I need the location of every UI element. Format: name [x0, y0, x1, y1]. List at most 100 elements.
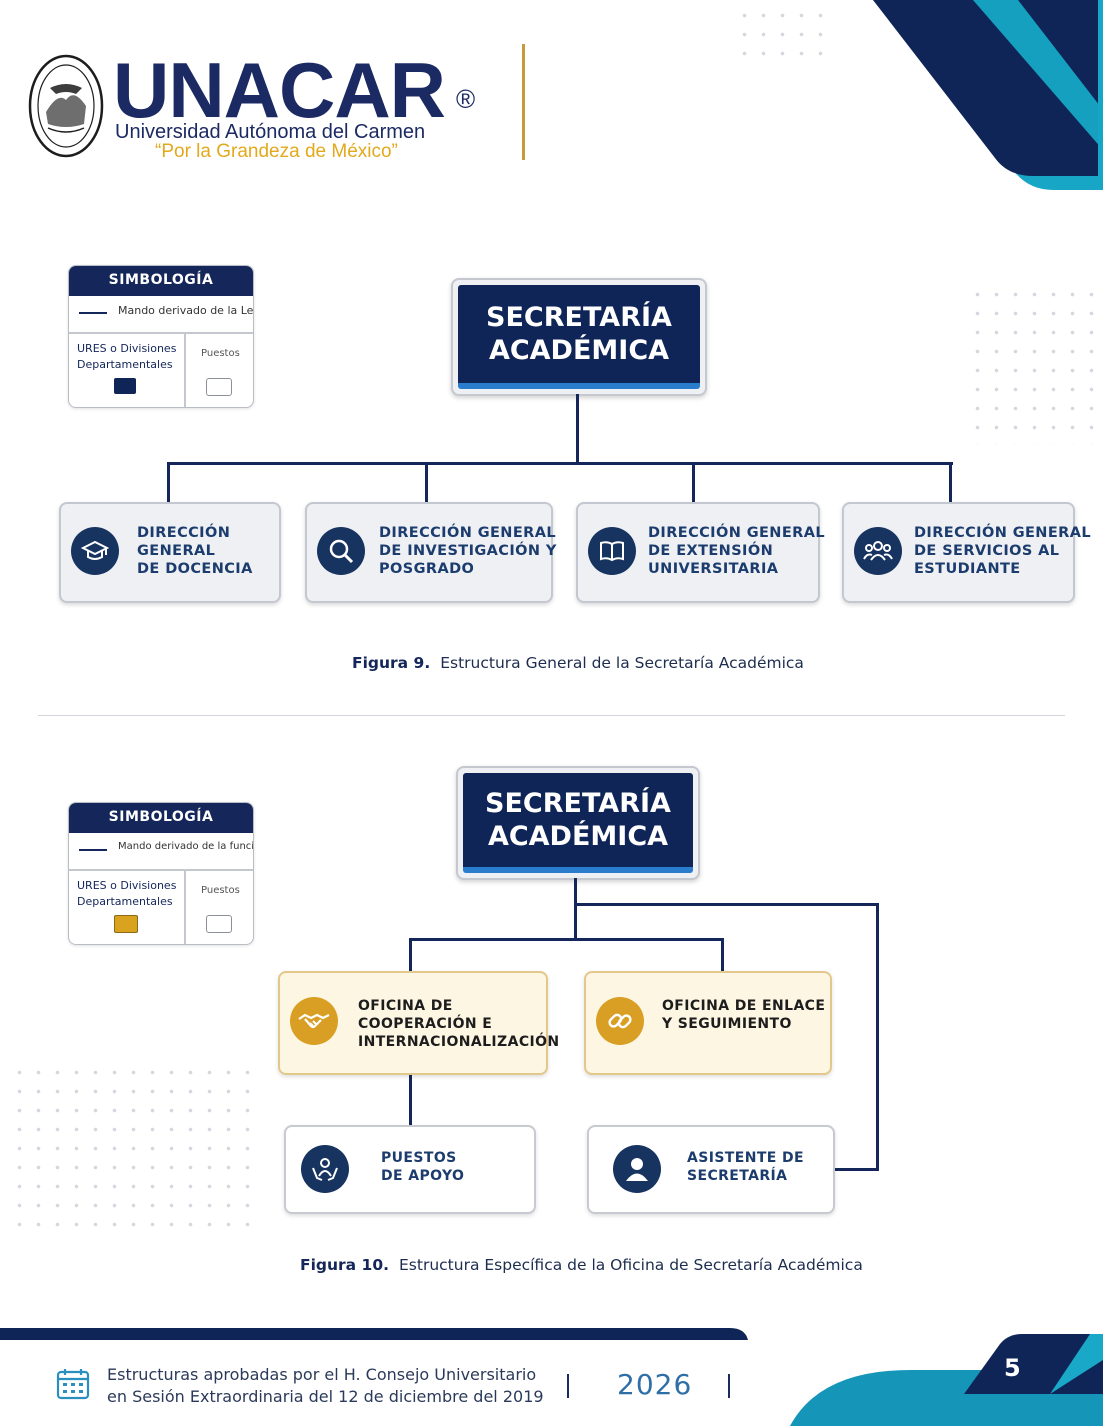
secretaria-line1: SECRETARÍA [485, 788, 671, 819]
connector [576, 394, 579, 464]
legend-ures-swatch [114, 378, 136, 394]
legend-line-sample [79, 312, 107, 314]
legend-puestos-swatch [206, 378, 232, 396]
legend-title: SIMBOLOGÍA [69, 266, 253, 296]
unit-label-line: DIRECCIÓN GENERAL [914, 525, 1091, 541]
unit-label-line: DE INVESTIGACIÓN Y [379, 543, 557, 559]
corner-decoration [840, 0, 1103, 190]
office-label-line: INTERNACIONALIZACIÓN [358, 1034, 560, 1050]
unit-card-docencia: DIRECCIÓN GENERAL DE DOCENCIA [59, 502, 281, 603]
unit-card-extension: DIRECCIÓN GENERAL DE EXTENSIÓN UNIVERSIT… [576, 502, 825, 603]
connector [167, 462, 953, 465]
handshake-icon [290, 997, 338, 1045]
figure9-caption-text: Estructura General de la Secretaría Acad… [440, 654, 804, 672]
footer-divider [567, 1374, 569, 1398]
footer-divider [728, 1374, 730, 1398]
legend-figure10: SIMBOLOGÍA Mando derivado de la función … [68, 802, 254, 945]
unit-label-line: DIRECCIÓN [137, 525, 231, 541]
graduation-cap-icon [71, 527, 119, 575]
people-group-icon [854, 527, 902, 575]
unit-label-line: UNIVERSITARIA [648, 561, 779, 577]
connector [409, 938, 412, 972]
position-label-line: PUESTOS [381, 1150, 457, 1166]
legend-puestos-label: Puestos [201, 885, 240, 896]
unit-label-line: DIRECCIÓN GENERAL [379, 525, 556, 541]
office-card-cooperacion: OFICINA DE COOPERACIÓN E INTERNACIONALIZ… [278, 971, 559, 1075]
legend-ures-swatch [114, 915, 138, 933]
legend-line-sample [79, 849, 107, 851]
footer-line1: Estructuras aprobadas por el H. Consejo … [107, 1365, 537, 1384]
footer-corner-decoration [790, 1334, 1103, 1426]
legend-puestos-label: Puestos [201, 348, 240, 359]
position-label-line: SECRETARÍA [687, 1168, 788, 1184]
unit-label-line: GENERAL [137, 543, 216, 559]
office-label-line: Y SEGUIMIENTO [662, 1016, 792, 1032]
office-label-line: OFICINA DE ENLACE [662, 998, 826, 1014]
brand-name: UNACAR [113, 46, 446, 134]
dot-pattern-top [735, 6, 830, 66]
university-name: Universidad Autónoma del Carmen [115, 121, 426, 143]
legend-figure9: SIMBOLOGÍA Mando derivado de la Ley URES… [68, 265, 254, 408]
calendar-icon [56, 1369, 90, 1400]
legend-ures-label: URES o Divisiones Departamentales [77, 879, 177, 908]
position-label-line: ASISTENTE DE [687, 1150, 805, 1166]
unit-label-line: DE SERVICIOS AL [914, 543, 1060, 559]
connector [721, 938, 724, 972]
legend-ures-label: URES o Divisiones Departamentales [77, 342, 177, 371]
legend-title: SIMBOLOGÍA [69, 803, 253, 833]
figure9-caption-label: Figura 9. [352, 654, 431, 672]
footer-line2: en Sesión Extraordinaria del 12 de dicie… [107, 1387, 544, 1406]
footer-approval-text: Estructuras aprobadas por el H. Consejo … [107, 1364, 544, 1408]
legend-puestos-swatch [206, 915, 232, 933]
footer-bar-decoration [0, 1328, 748, 1340]
university-seal-logo [28, 54, 104, 158]
office-label-line: OFICINA DE [358, 998, 453, 1014]
position-card-asistente: ASISTENTE DE SECRETARÍA [587, 1125, 835, 1214]
header-divider [522, 44, 525, 160]
section-separator [38, 715, 1065, 716]
unit-label-line: DE DOCENCIA [137, 561, 253, 577]
position-card-puestos-apoyo: PUESTOS DE APOYO [284, 1125, 536, 1214]
footer-year: 2026 [617, 1368, 693, 1401]
secretaria-academica-box: SECRETARÍA ACADÉMICA [451, 278, 707, 396]
open-book-icon [588, 527, 636, 575]
dot-pattern-right [968, 285, 1098, 445]
connector [167, 462, 170, 502]
support-hands-icon [301, 1145, 349, 1193]
unit-label-line: DIRECCIÓN GENERAL [648, 525, 825, 541]
connector [409, 1071, 412, 1126]
unit-label-line: POSGRADO [379, 561, 475, 577]
connector [425, 462, 428, 502]
office-label-line: COOPERACIÓN E [358, 1016, 493, 1032]
connector [574, 878, 577, 941]
secretaria-line1: SECRETARÍA [486, 302, 672, 333]
registered-mark: ® [456, 84, 476, 114]
dot-pattern-left [10, 1063, 250, 1238]
connector [949, 462, 952, 502]
figure10-caption-label: Figura 10. [300, 1256, 389, 1274]
secretaria-line2: ACADÉMICA [488, 335, 670, 366]
position-label-line: DE APOYO [381, 1168, 465, 1184]
connector [409, 938, 724, 941]
unit-label-line: DE EXTENSIÓN [648, 543, 774, 559]
office-card-enlace: OFICINA DE ENLACE Y SEGUIMIENTO [584, 971, 832, 1075]
page-number: 5 [1004, 1354, 1021, 1382]
connector [574, 903, 879, 906]
unit-card-investigacion: DIRECCIÓN GENERAL DE INVESTIGACIÓN Y POS… [305, 502, 556, 603]
user-icon [613, 1145, 661, 1193]
secretaria-line2: ACADÉMICA [487, 821, 669, 852]
connector [876, 903, 879, 1171]
unit-card-servicios: DIRECCIÓN GENERAL DE SERVICIOS AL ESTUDI… [842, 502, 1091, 603]
connector [832, 1168, 879, 1171]
figure10-caption-text: Estructura Específica de la Oficina de S… [399, 1256, 863, 1274]
figure9-caption: Figura 9. Estructura General de la Secret… [352, 654, 804, 672]
connector [692, 462, 695, 502]
legend-line-label: Mando derivado de la función [118, 841, 254, 852]
link-icon [596, 997, 644, 1045]
unit-label-line: ESTUDIANTE [914, 561, 1021, 577]
figure10-caption: Figura 10. Estructura Específica de la Of… [300, 1256, 863, 1274]
university-motto: “Por la Grandeza de México” [155, 141, 398, 162]
secretaria-academica-box: SECRETARÍA ACADÉMICA [456, 766, 700, 880]
legend-line-label: Mando derivado de la Ley [118, 304, 254, 317]
magnifier-icon [317, 527, 365, 575]
